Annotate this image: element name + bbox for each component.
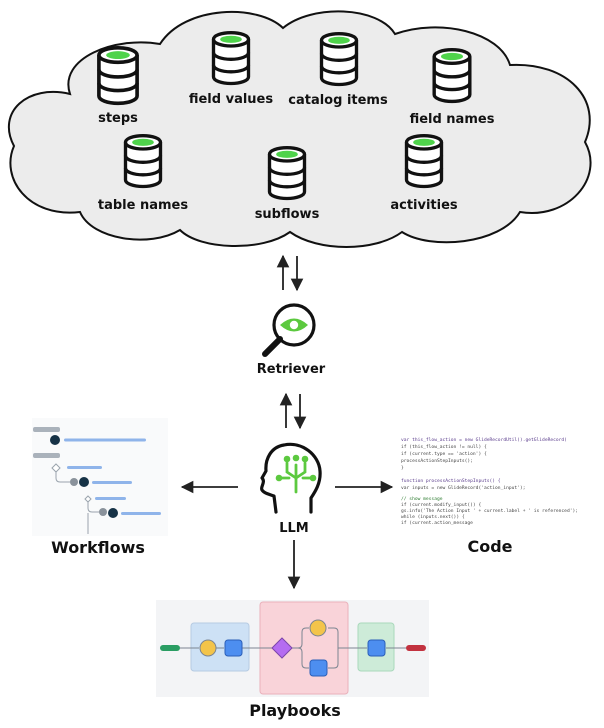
playbook-start-node bbox=[160, 645, 180, 651]
playbooks-label: Playbooks bbox=[249, 701, 341, 720]
database-icon bbox=[211, 30, 251, 86]
code-line: while (inputs.next()) { bbox=[401, 514, 465, 520]
workflows: Workflows bbox=[32, 418, 168, 557]
db-field-values: field values bbox=[189, 30, 274, 107]
code-line: if (current.modify_input()) { bbox=[401, 502, 481, 508]
llm-label: LLM bbox=[279, 521, 309, 536]
source-label-subflows: subflows bbox=[255, 207, 320, 222]
database-icon bbox=[432, 47, 472, 104]
source-label-table-names: table names bbox=[98, 198, 188, 213]
source-label-activities: activities bbox=[390, 198, 458, 213]
source-label-field-names: field names bbox=[410, 112, 495, 127]
code-line: processActionStepInputs(); bbox=[401, 458, 473, 464]
db-catalog-items: catalog items bbox=[288, 31, 388, 108]
retriever-label: Retriever bbox=[257, 362, 326, 377]
database-icon bbox=[319, 31, 359, 87]
playbook-panel-1 bbox=[190, 622, 250, 672]
db-field-names: field names bbox=[410, 47, 495, 127]
source-label-field-values: field values bbox=[189, 92, 274, 107]
code: var this_flow_action = new GlideRecordUt… bbox=[401, 437, 578, 556]
workflow-canvas bbox=[32, 418, 168, 536]
database-icon bbox=[123, 133, 163, 189]
db-activities: activities bbox=[390, 133, 458, 213]
brain-head-icon bbox=[259, 442, 322, 514]
playbook-node bbox=[367, 639, 386, 657]
source-label-catalog-items: catalog items bbox=[288, 93, 388, 108]
code-line: gs.info('The Action Input ' + current.la… bbox=[401, 508, 578, 514]
code-line: // show message bbox=[401, 496, 443, 502]
code-label: Code bbox=[467, 537, 512, 556]
database-icon bbox=[97, 45, 139, 106]
db-steps: steps bbox=[97, 45, 139, 126]
database-icon bbox=[267, 145, 307, 201]
playbook-node bbox=[309, 659, 328, 677]
db-table-names: table names bbox=[98, 133, 188, 213]
db-subflows: subflows bbox=[255, 145, 320, 222]
playbooks: Playbooks bbox=[156, 600, 429, 720]
code-line: } bbox=[401, 465, 404, 471]
playbook-decision-node bbox=[271, 637, 293, 659]
code-line: var inputs = new GlideRecord('action_inp… bbox=[401, 485, 525, 491]
database-icon bbox=[404, 133, 444, 189]
retriever: Retriever bbox=[257, 303, 326, 377]
playbook-node bbox=[199, 639, 217, 657]
code-line: var this_flow_action = new GlideRecordUt… bbox=[401, 437, 567, 443]
code-snippet: var this_flow_action = new GlideRecordUt… bbox=[401, 437, 578, 526]
code-line: function processActionStepInputs() { bbox=[401, 478, 501, 484]
playbook-node bbox=[224, 639, 243, 657]
workflows-label: Workflows bbox=[51, 538, 145, 557]
magnifier-eye-icon bbox=[262, 303, 316, 357]
code-line: if (current.action_message bbox=[401, 520, 473, 526]
code-line: if (current.type == 'action') { bbox=[401, 451, 487, 457]
playbook-end-node bbox=[406, 645, 426, 651]
llm: LLM bbox=[259, 442, 322, 536]
playbook-node bbox=[309, 619, 327, 637]
code-line: if (this_flow_action != null) { bbox=[401, 444, 487, 450]
source-label-steps: steps bbox=[98, 111, 138, 126]
